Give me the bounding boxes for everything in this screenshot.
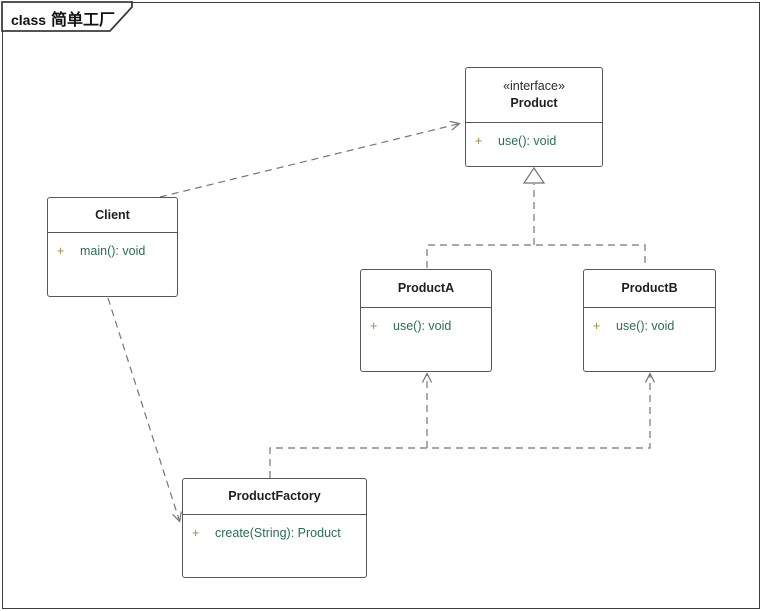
method-row: + use(): void xyxy=(475,133,594,149)
class-box-product[interactable]: «interface» Product + use(): void xyxy=(465,67,603,167)
class-header: ProductA xyxy=(361,270,491,308)
class-header: Client xyxy=(48,198,177,233)
class-methods: + use(): void xyxy=(361,308,491,334)
method-row: + use(): void xyxy=(370,318,483,334)
method-signature: use(): void xyxy=(393,319,452,333)
class-header: ProductB xyxy=(584,270,715,308)
visibility-symbol: + xyxy=(475,134,483,148)
class-name: ProductA xyxy=(397,281,455,295)
class-methods: + use(): void xyxy=(466,123,602,149)
frame-tab-shape xyxy=(1,1,133,32)
class-box-productFactory[interactable]: ProductFactory + create(String): Product xyxy=(182,478,367,578)
method-signature: main(): void xyxy=(80,244,146,258)
visibility-symbol: + xyxy=(370,319,378,333)
visibility-symbol: + xyxy=(57,244,65,258)
class-name: Client xyxy=(95,207,130,222)
class-box-productA[interactable]: ProductA + use(): void xyxy=(360,269,492,372)
class-header: «interface» Product xyxy=(466,68,602,123)
frame-name: 简单工厂 xyxy=(51,12,116,29)
stereotype-label: «interface» xyxy=(503,79,565,93)
method-row: + main(): void xyxy=(57,243,169,259)
method-signature: create(String): Product xyxy=(215,526,341,540)
visibility-symbol: + xyxy=(192,526,200,540)
method-signature: use(): void xyxy=(616,319,675,333)
frame-keyword: class xyxy=(11,12,47,28)
class-methods: + main(): void xyxy=(48,233,177,259)
class-box-productB[interactable]: ProductB + use(): void xyxy=(583,269,716,372)
class-box-client[interactable]: Client + main(): void xyxy=(47,197,178,297)
visibility-symbol: + xyxy=(593,319,601,333)
method-row: + create(String): Product xyxy=(192,525,358,541)
class-header: ProductFactory xyxy=(183,479,366,515)
class-methods: + create(String): Product xyxy=(183,515,366,541)
class-name: ProductFactory xyxy=(228,489,321,503)
method-signature: use(): void xyxy=(498,134,557,148)
class-name: Product xyxy=(510,96,558,110)
class-name: ProductB xyxy=(621,281,678,295)
method-row: + use(): void xyxy=(593,318,707,334)
class-methods: + use(): void xyxy=(584,308,715,334)
